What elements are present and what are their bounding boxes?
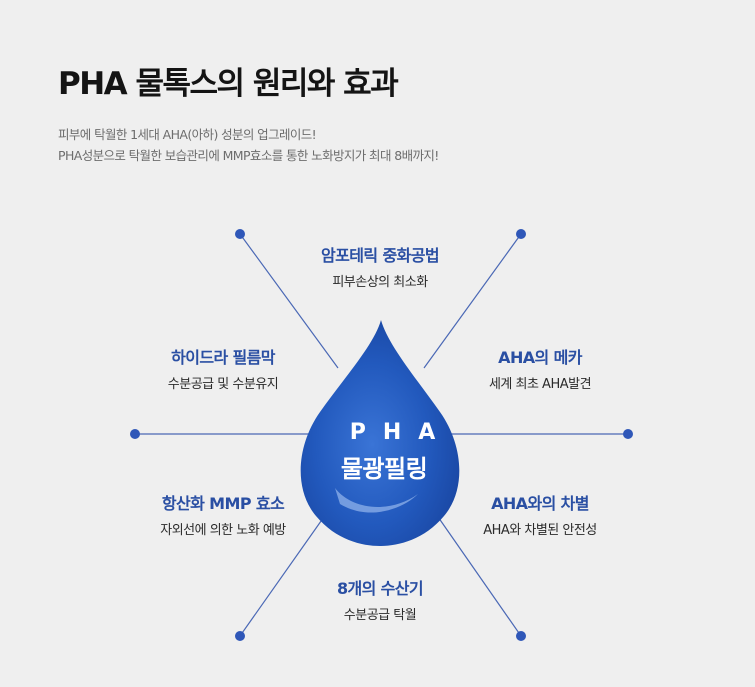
feature-ampoteric: 암포테릭 중화공법 피부손상의 최소화: [290, 242, 470, 290]
connector-line-top-right: [423, 233, 522, 369]
feature-hydroxyl: 8개의 수산기 수분공급 탁월: [300, 575, 460, 623]
feature-title: 하이드라 필름막: [171, 348, 275, 367]
drop-label-en: PHA: [349, 420, 453, 445]
feature-mmp-enzyme: 항산화 MMP 효소 자외선에 의한 노화 예방: [128, 490, 318, 538]
feature-title: AHA의 메카: [498, 348, 582, 367]
page-title: PHA 물톡스의 원리와 효과: [58, 66, 399, 102]
feature-aha-mecca: AHA의 메카 세계 최초 AHA발견: [455, 344, 625, 392]
connector-line-bottom-right: [435, 513, 522, 637]
endpoint-dot-top-left: [235, 229, 245, 239]
feature-desc: AHA와 차별된 안전성: [483, 523, 597, 538]
endpoint-dot-top-right: [516, 229, 526, 239]
feature-title: 항산화 MMP 효소: [161, 494, 285, 513]
subtitle-line-1: 피부에 탁월한 1세대 AHA(아하) 성분의 업그레이드!: [58, 127, 317, 142]
endpoint-dot-right: [623, 429, 633, 439]
feature-desc: 피부손상의 최소화: [332, 275, 428, 290]
feature-title: 8개의 수산기: [336, 579, 424, 598]
subtitle-line-2: PHA성분으로 탁월한 보습관리에 MMP효소를 통한 노화방지가 최대 8배까…: [58, 148, 439, 163]
drop-highlight-icon: [335, 488, 418, 513]
water-drop-shape: [300, 320, 460, 546]
drop-label-ko: 물광필링: [340, 455, 428, 483]
connector-line-bottom-left: [239, 513, 327, 637]
endpoint-dot-left: [130, 429, 140, 439]
feature-desc: 세계 최초 AHA발견: [488, 377, 592, 392]
endpoint-dot-bottom-left: [235, 631, 245, 641]
feature-desc: 수분공급 및 수분유지: [167, 377, 279, 392]
feature-title: AHA와의 차별: [491, 494, 589, 513]
feature-hydra-film: 하이드라 필름막 수분공급 및 수분유지: [128, 344, 318, 392]
feature-title: 암포테릭 중화공법: [321, 246, 440, 265]
connector-line-top-left: [239, 233, 339, 369]
feature-desc: 자외선에 의한 노화 예방: [160, 523, 286, 538]
feature-desc: 수분공급 탁월: [343, 608, 417, 623]
endpoint-dot-bottom-right: [516, 631, 526, 641]
feature-aha-difference: AHA와의 차별 AHA와 차별된 안전성: [450, 490, 630, 538]
